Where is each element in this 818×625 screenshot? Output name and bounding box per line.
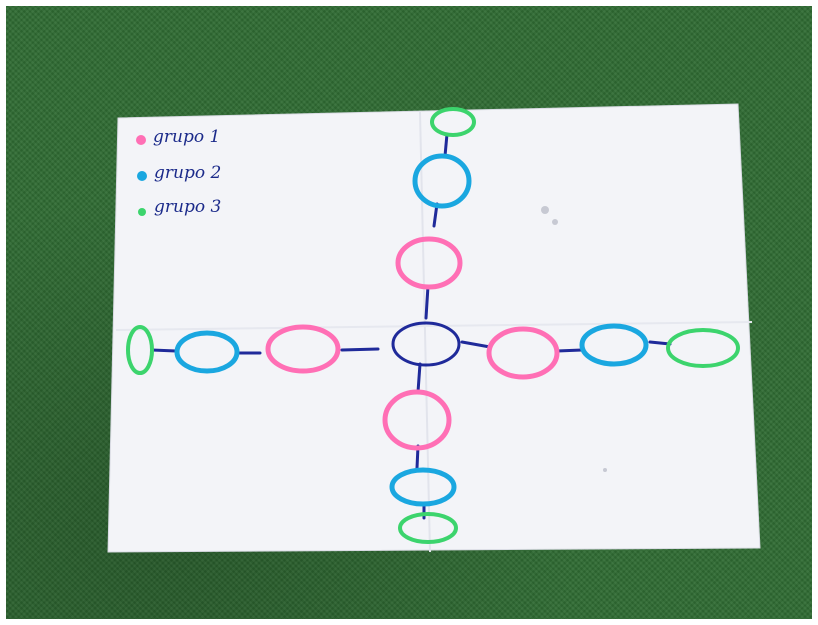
node-grupo-1-bottom [382,389,452,451]
connector-line [150,348,178,353]
paper-smudge [541,206,549,214]
paper-fold [115,321,753,331]
node-grupo-1-left [265,324,341,374]
legend-label-grupo-2: grupo 2 [154,163,221,183]
legend-label-grupo-1: grupo 1 [153,127,220,147]
node-grupo-3-right [666,328,740,368]
connector-line [340,347,380,352]
node-grupo-2-bottom [389,467,457,507]
legend: grupo 1 grupo 2 grupo 3 [136,127,221,217]
legend-dot-grupo-2 [137,171,147,181]
connector-line [555,348,584,353]
paper-smudge [552,219,558,225]
paper-sheet [107,103,761,553]
connector-line [416,362,422,394]
connector-line [648,340,672,346]
center-node [391,321,461,367]
node-grupo-3-top [430,107,476,137]
node-grupo-2-top [412,153,472,209]
legend-label-grupo-3: grupo 3 [154,197,221,217]
node-grupo-2-left [174,330,240,374]
legend-dot-grupo-3 [138,208,146,216]
connector-line [424,284,430,320]
node-grupo-3-bottom [398,512,458,544]
paper-fold [419,111,431,553]
node-grupo-1-right [486,326,560,380]
node-grupo-1-top [395,236,463,290]
legend-dot-grupo-1 [136,135,146,145]
node-grupo-2-right [579,323,649,367]
node-grupo-3-left [126,325,154,375]
connector-line [460,340,492,349]
paper-smudge [603,468,607,472]
connector-line [443,132,449,158]
